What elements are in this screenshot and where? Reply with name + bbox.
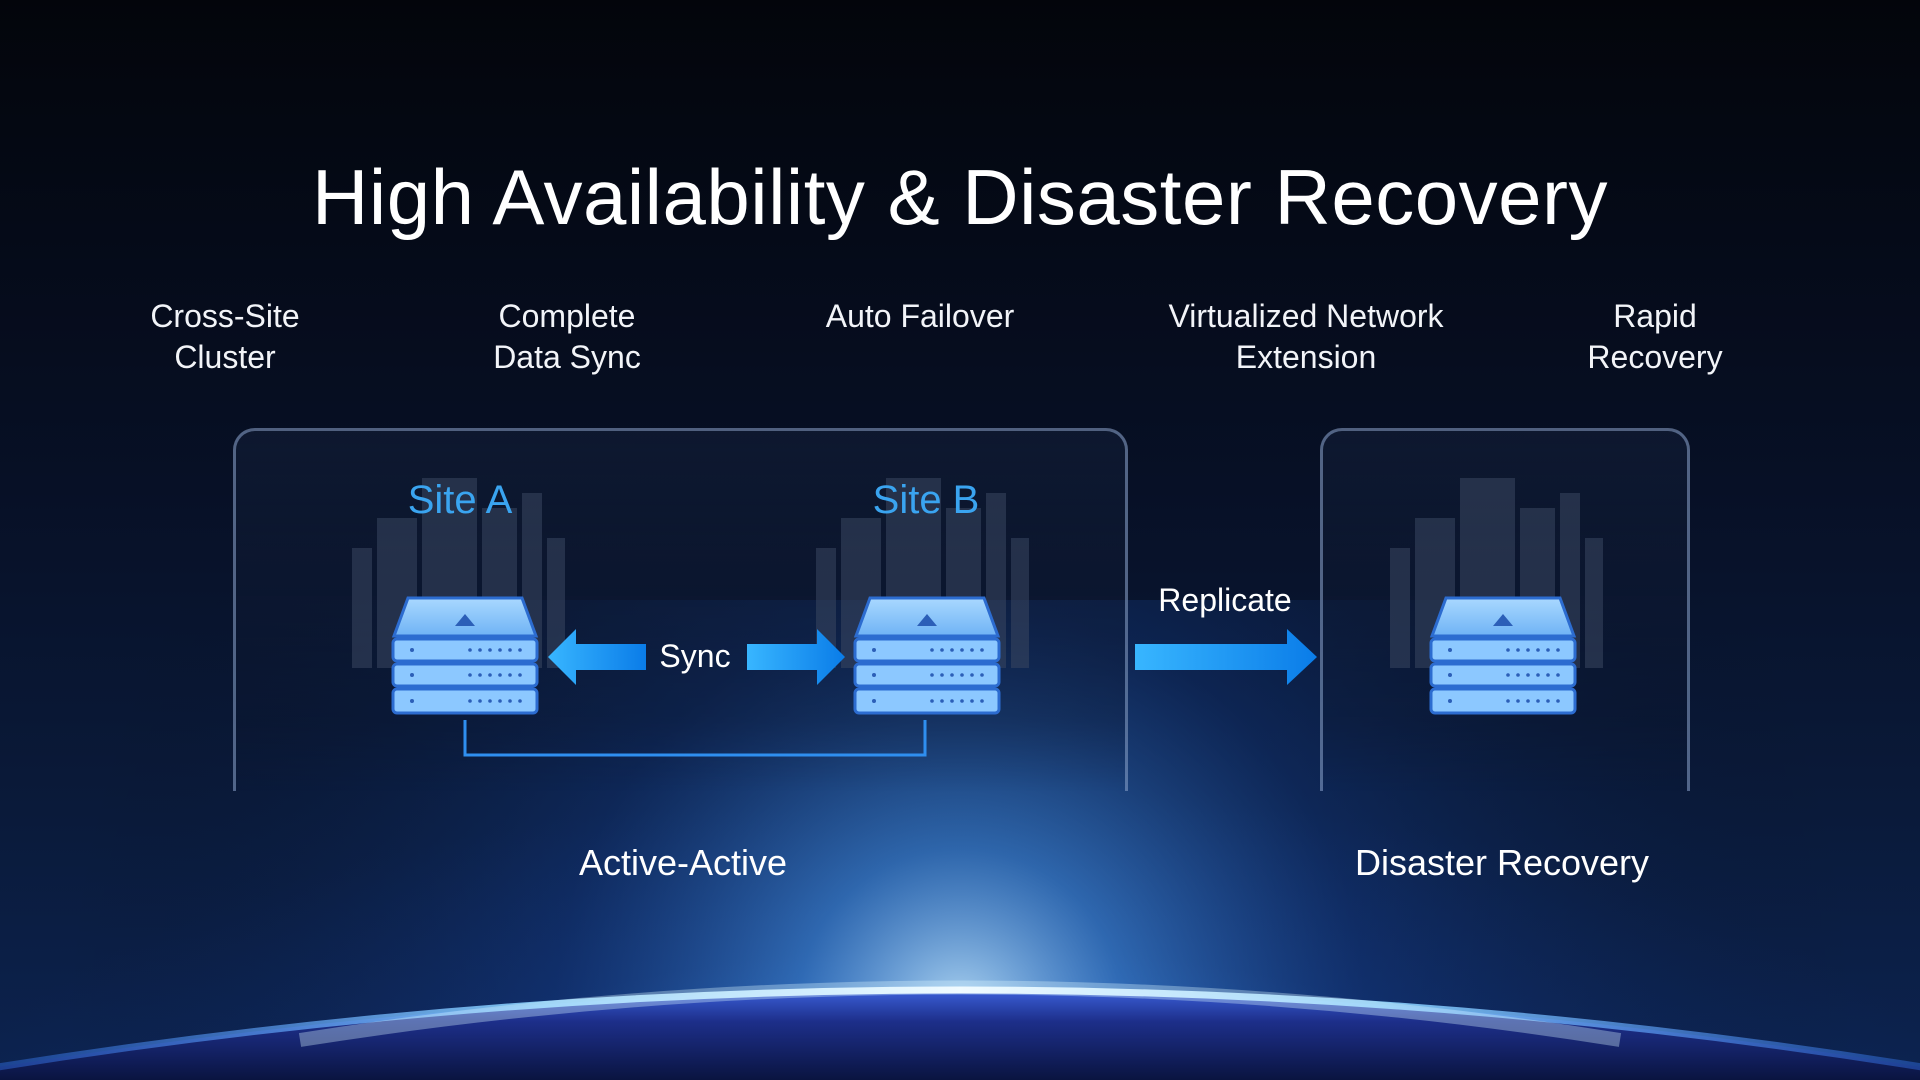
server-icon xyxy=(391,596,539,715)
sync-right-arrow-icon xyxy=(747,629,845,685)
sync-label: Sync xyxy=(659,638,731,674)
cluster-link-line xyxy=(463,720,927,757)
sync-left-arrow-icon xyxy=(548,629,646,685)
replicate-arrow-icon xyxy=(1135,629,1317,685)
feature-cross-site-cluster: Cross-Site Cluster xyxy=(150,298,300,375)
site-b-label: Site B xyxy=(872,478,980,522)
site-a-label: Site A xyxy=(407,478,513,522)
feature-auto-failover: Auto Failover xyxy=(825,298,1015,334)
server-icon xyxy=(853,596,1001,715)
server-icon xyxy=(1429,596,1577,715)
feature-virtualized-network-extension: Virtualized Network Extension xyxy=(1168,298,1444,375)
building-icon xyxy=(816,478,1029,668)
slide-title: High Availability & Disaster Recovery xyxy=(312,153,1608,241)
feature-complete-data-sync: Complete Data Sync xyxy=(493,298,641,375)
disaster-recovery-label: Disaster Recovery xyxy=(1354,842,1650,883)
active-active-label: Active-Active xyxy=(578,842,788,883)
feature-rapid-recovery: Rapid Recovery xyxy=(1587,298,1723,375)
replicate-label: Replicate xyxy=(1158,582,1292,618)
